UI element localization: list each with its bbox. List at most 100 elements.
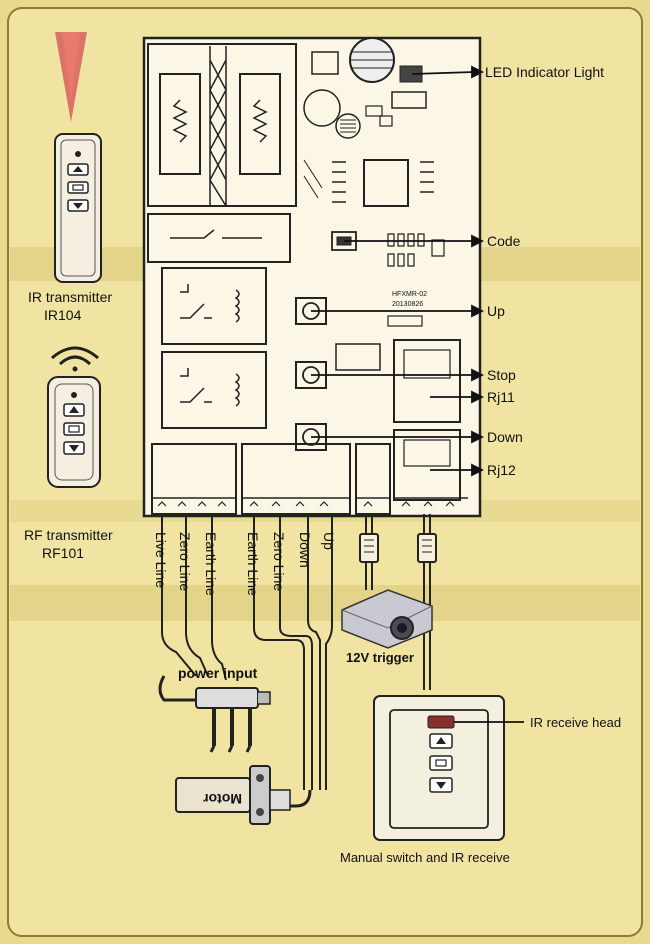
rj11-jack xyxy=(393,339,461,423)
rf-stop-button xyxy=(63,422,85,436)
capacitor-small xyxy=(335,113,361,139)
switch-up-arrow-icon xyxy=(436,737,446,744)
down-label: Down xyxy=(487,429,523,445)
led-leader xyxy=(411,71,475,75)
up-arrowhead-icon xyxy=(471,304,485,318)
coil-right-zigzag xyxy=(252,99,268,143)
relay-bottom xyxy=(161,351,267,429)
plug-prongs xyxy=(212,708,252,746)
rf-signal-wave-inner xyxy=(58,355,92,366)
rj12-jack xyxy=(393,429,461,501)
component-square xyxy=(311,51,339,75)
power-cord-bend xyxy=(158,675,200,702)
rf-stop-icon xyxy=(68,425,80,433)
transformer-coil-left xyxy=(159,73,201,175)
switch-stop-icon xyxy=(435,759,447,767)
switch-stop-button xyxy=(429,755,453,771)
earth-wire xyxy=(211,514,227,681)
motor-down-wire xyxy=(307,514,321,790)
rf-down-arrow-icon xyxy=(69,445,79,452)
smd-part xyxy=(365,105,383,117)
ir-receive-head-label: IR receive head xyxy=(530,715,621,730)
plug-body xyxy=(195,687,259,709)
projector-lens-core xyxy=(397,623,407,633)
ir-stop-button xyxy=(67,181,89,194)
motor: Motor xyxy=(175,765,291,825)
ir-receive-head-icon xyxy=(427,715,455,729)
wiring xyxy=(158,514,333,808)
motor-label: Motor xyxy=(203,791,242,807)
rj11-plug xyxy=(359,533,379,563)
rj11-pins xyxy=(365,514,373,534)
ir-led-dot xyxy=(75,151,81,157)
projector-edge xyxy=(341,605,433,629)
ir-transmitter-model: IR104 xyxy=(44,307,82,323)
transformer-coil-right xyxy=(239,73,281,175)
smd-resistors-left xyxy=(332,161,346,203)
motor-screw-top xyxy=(256,774,264,782)
fuse-symbol xyxy=(170,229,262,239)
rj12-label: Rj12 xyxy=(487,462,516,478)
rj11-arrowhead-icon xyxy=(471,390,485,404)
fuse-block xyxy=(147,213,291,263)
trigger-label: 12V trigger xyxy=(346,650,414,665)
rf-transmitter: RF transmitter RF101 xyxy=(24,346,113,561)
ir-beam-core xyxy=(62,32,80,100)
wall-switch: IR receive head Manual switch and IR rec… xyxy=(340,695,621,865)
code-label: Code xyxy=(487,233,521,249)
manual-switch-label: Manual switch and IR receive xyxy=(340,850,510,865)
smd-strip xyxy=(387,315,423,327)
buzzer-grille xyxy=(351,51,393,69)
stop-arrowhead-icon xyxy=(471,368,485,382)
plug-prong-tips xyxy=(209,745,252,753)
rf-signal-icon xyxy=(72,366,78,372)
power-input-label: power input xyxy=(178,665,258,681)
small-part xyxy=(431,239,445,257)
ir-transmitter: IR transmitter IR104 xyxy=(28,32,112,323)
rj11-cable xyxy=(365,562,373,590)
transformer-block xyxy=(147,43,297,207)
rj12-opening xyxy=(403,439,451,467)
trace-lines xyxy=(303,159,323,199)
zero-wire xyxy=(185,514,209,677)
live-wire xyxy=(161,514,197,677)
switch-down-arrow-icon xyxy=(436,782,446,789)
smd-block xyxy=(391,91,427,109)
controller-board xyxy=(142,36,482,518)
code-resistors-lower xyxy=(387,253,415,267)
coil-left-zigzag xyxy=(172,99,188,143)
earth-line-label: Earth Line xyxy=(203,532,219,596)
code-resistors xyxy=(387,233,425,247)
motor-cable-gland xyxy=(269,789,291,811)
plug-head xyxy=(258,691,271,705)
code-arrowhead-icon xyxy=(471,234,485,248)
rf-transmitter-model: RF101 xyxy=(42,545,84,561)
rf-up-arrow-icon xyxy=(69,406,79,413)
rf-transmitter-title: RF transmitter xyxy=(24,527,113,543)
rj11-plug-ribs xyxy=(364,539,374,553)
ic-chip xyxy=(363,159,409,207)
led-indicator-label: LED Indicator Light xyxy=(485,64,604,80)
relay-top-symbol xyxy=(180,284,240,323)
ir-remote-inner xyxy=(60,139,96,277)
motor-screw-bottom xyxy=(256,808,264,816)
motor-up-wire xyxy=(325,514,333,790)
projector: 12V trigger xyxy=(341,589,433,665)
stop-label: Stop xyxy=(487,367,516,383)
motor-earth-line-label: Earth Line xyxy=(245,532,261,596)
switch-inner-frame xyxy=(389,709,489,829)
up-label: Up xyxy=(487,303,505,319)
bleed-band xyxy=(10,585,640,621)
transformer-core xyxy=(209,46,227,207)
power-terminal-block xyxy=(151,443,237,515)
board-marking-model: HFXMR-02 xyxy=(392,291,427,298)
rj12-plug-ribs xyxy=(422,539,432,553)
callout-arrows xyxy=(311,65,485,477)
ir-down-arrow-icon xyxy=(73,203,83,209)
capacitor-stripes xyxy=(340,119,356,133)
power-plug: power input xyxy=(178,665,271,753)
rj12-pins xyxy=(423,514,431,534)
motor-zero-wire xyxy=(279,514,313,790)
